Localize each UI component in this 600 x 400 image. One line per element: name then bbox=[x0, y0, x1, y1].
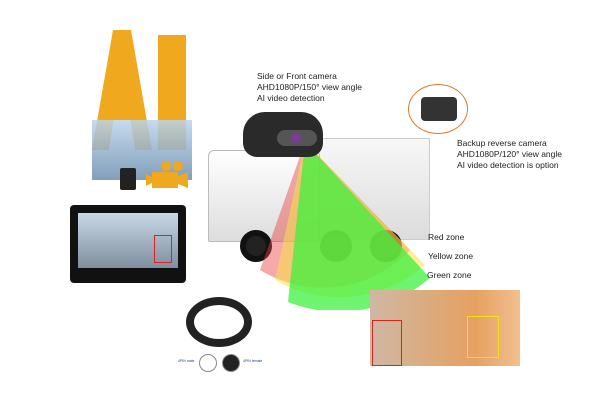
female-connector-label: 4PIN female bbox=[243, 359, 263, 363]
truck-wheel bbox=[240, 230, 272, 262]
front-camera-label: Side or Front camera AHD1080P/150° view … bbox=[257, 71, 362, 104]
backup-camera-line3: AI video detection is option bbox=[457, 160, 559, 170]
video-camera-icon bbox=[146, 161, 188, 188]
cable-coil bbox=[186, 297, 252, 347]
male-connector-label: 4PIN male bbox=[178, 359, 195, 363]
backup-camera-label: Backup reverse camera AHD1080P/120° view… bbox=[457, 138, 562, 171]
backup-camera-bubble bbox=[408, 84, 468, 134]
monitor-screen bbox=[78, 213, 178, 268]
monitor bbox=[70, 205, 186, 283]
front-camera-line3: AI video detection bbox=[257, 93, 325, 103]
detection-example-photo bbox=[370, 290, 520, 366]
front-camera-line1: Side or Front camera bbox=[257, 71, 337, 81]
yellow-detection-box bbox=[467, 316, 499, 358]
backup-camera-line2: AHD1080P/120° view angle bbox=[457, 149, 562, 159]
male-connector-icon bbox=[199, 354, 217, 372]
yellow-zone-label: Yellow zone bbox=[428, 251, 474, 261]
backup-camera-line1: Backup reverse camera bbox=[457, 138, 547, 148]
green-zone-area bbox=[288, 142, 430, 310]
sd-card-icon bbox=[120, 168, 136, 190]
front-camera bbox=[243, 112, 323, 157]
red-zone-label: Red zone bbox=[428, 232, 465, 242]
backup-camera bbox=[421, 97, 457, 121]
front-camera-line2: AHD1080P/150° view angle bbox=[257, 82, 362, 92]
red-detection-box bbox=[372, 320, 402, 366]
detection-zones bbox=[260, 142, 430, 310]
green-zone-label: Green zone bbox=[427, 270, 472, 280]
ai-logo bbox=[92, 30, 192, 180]
female-connector-icon bbox=[222, 354, 240, 372]
